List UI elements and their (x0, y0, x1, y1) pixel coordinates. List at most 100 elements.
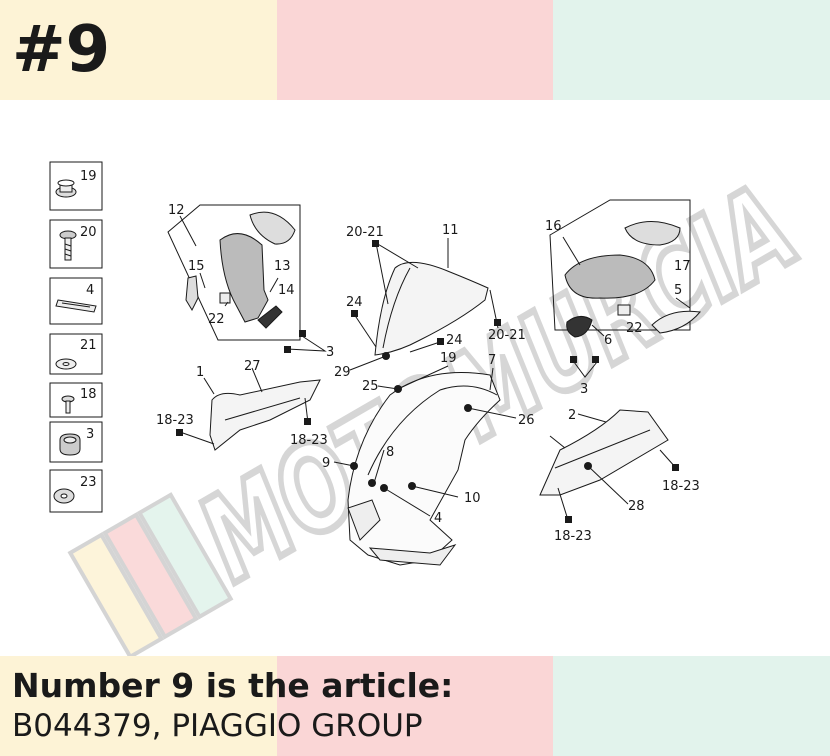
legend-num-4: 4 (86, 283, 94, 298)
item-number-badge: #9 (12, 13, 111, 87)
label-6: 6 (604, 333, 612, 348)
leader-5 (675, 297, 691, 309)
sq-3a-1 (299, 330, 306, 337)
label-3b: 3 (580, 382, 588, 397)
label-13: 13 (274, 259, 291, 274)
sq-18-23c (672, 464, 679, 471)
label-9: 9 (322, 456, 330, 471)
rubber-nut-icon (59, 433, 81, 456)
left-side-panel (209, 379, 321, 451)
caption-article: B044379, PIAGGIO GROUP (12, 708, 423, 744)
leader-28 (587, 465, 629, 505)
dot-8 (368, 479, 376, 487)
leader-15 (199, 272, 206, 289)
sq-3b-1 (570, 356, 577, 363)
label-5: 5 (674, 283, 682, 298)
label-25: 25 (362, 379, 379, 394)
sq-20-21b (494, 319, 501, 326)
label-7: 7 (488, 353, 496, 368)
right-turn-indicator (651, 310, 701, 334)
leader-3a (286, 335, 327, 352)
front-fairing-lower-left (347, 499, 381, 541)
right-mirror-spacer (617, 304, 631, 316)
dot-29 (382, 352, 390, 360)
dot-28 (584, 462, 592, 470)
sq-24b (437, 338, 444, 345)
label-22a: 22 (208, 312, 225, 327)
dot-4 (380, 484, 388, 492)
legend-num-3: 3 (86, 427, 94, 442)
leader-3b (573, 361, 598, 378)
legend-box-20 (49, 219, 103, 269)
leader-14 (269, 277, 279, 293)
parts-diagram: MOTOMURCIA (49, 155, 822, 656)
label-18-23b: 18-23 (290, 433, 328, 448)
caption-heading: Number 9 is the article: (12, 666, 454, 705)
sq-18-23a (176, 429, 183, 436)
label-24b: 24 (446, 333, 463, 348)
label-10: 10 (464, 491, 481, 506)
sq-18-23b (304, 418, 311, 425)
label-18-23c: 18-23 (662, 479, 700, 494)
sq-24a (351, 310, 358, 317)
legend-box-23 (49, 469, 103, 513)
right-mirror-glass (624, 221, 681, 246)
leader-2 (577, 413, 607, 423)
label-18-23a: 18-23 (156, 413, 194, 428)
front-fairing (347, 372, 501, 566)
legend-num-23: 23 (80, 475, 97, 490)
leader-4 (383, 487, 431, 517)
dot-25 (394, 385, 402, 393)
label-18-23d: 18-23 (554, 529, 592, 544)
dot-26 (464, 404, 472, 412)
legend-box-4 (49, 277, 103, 325)
front-fairing-crease (367, 385, 498, 476)
leader-26 (467, 407, 517, 419)
sq-3a-2 (284, 346, 291, 353)
left-mirror-glass (249, 211, 296, 245)
label-15: 15 (188, 259, 205, 274)
right-mirror-group-outline (549, 199, 691, 331)
right-mirror-housing (564, 254, 656, 299)
label-20-21b: 20-21 (488, 328, 526, 343)
front-fairing-lower-front (368, 544, 457, 566)
label-14: 14 (278, 283, 295, 298)
bolt-icon (61, 395, 75, 414)
label-19: 19 (440, 351, 457, 366)
band-yellow (0, 0, 277, 100)
windscreen (374, 261, 489, 356)
sq-3b-2 (592, 356, 599, 363)
left-mirror-spacer (219, 292, 231, 304)
label-11: 11 (442, 223, 459, 238)
label-2: 2 (568, 408, 576, 423)
dot-10 (408, 482, 416, 490)
right-side-panel (539, 409, 669, 496)
left-mirror-gasket (185, 275, 199, 312)
leader-1 (203, 377, 215, 395)
leader-16 (562, 236, 581, 266)
legend-num-21: 21 (80, 338, 97, 353)
bottom-color-band (0, 656, 830, 756)
watermark-stripe-pink (102, 512, 199, 640)
leader-24a (353, 313, 377, 348)
label-12: 12 (168, 203, 185, 218)
label-26: 26 (518, 413, 535, 428)
windscreen-edge (382, 267, 411, 349)
legend-num-19: 19 (80, 169, 97, 184)
screw-icon (59, 230, 77, 261)
watermark-stripe-mint (136, 492, 234, 620)
label-4: 4 (434, 511, 442, 526)
washer-icon (55, 358, 77, 370)
label-22b: 22 (626, 321, 643, 336)
watermark-stripe-yellow (67, 532, 165, 656)
band-pink (276, 0, 554, 100)
legend-box-18 (49, 382, 103, 418)
leader-20-21a (375, 242, 419, 305)
label-17: 17 (674, 259, 691, 274)
label-24a: 24 (346, 295, 363, 310)
label-3a: 3 (326, 345, 334, 360)
dot-9 (350, 462, 358, 470)
label-28: 28 (628, 499, 645, 514)
label-1: 1 (196, 365, 204, 380)
leader-7 (489, 367, 494, 391)
